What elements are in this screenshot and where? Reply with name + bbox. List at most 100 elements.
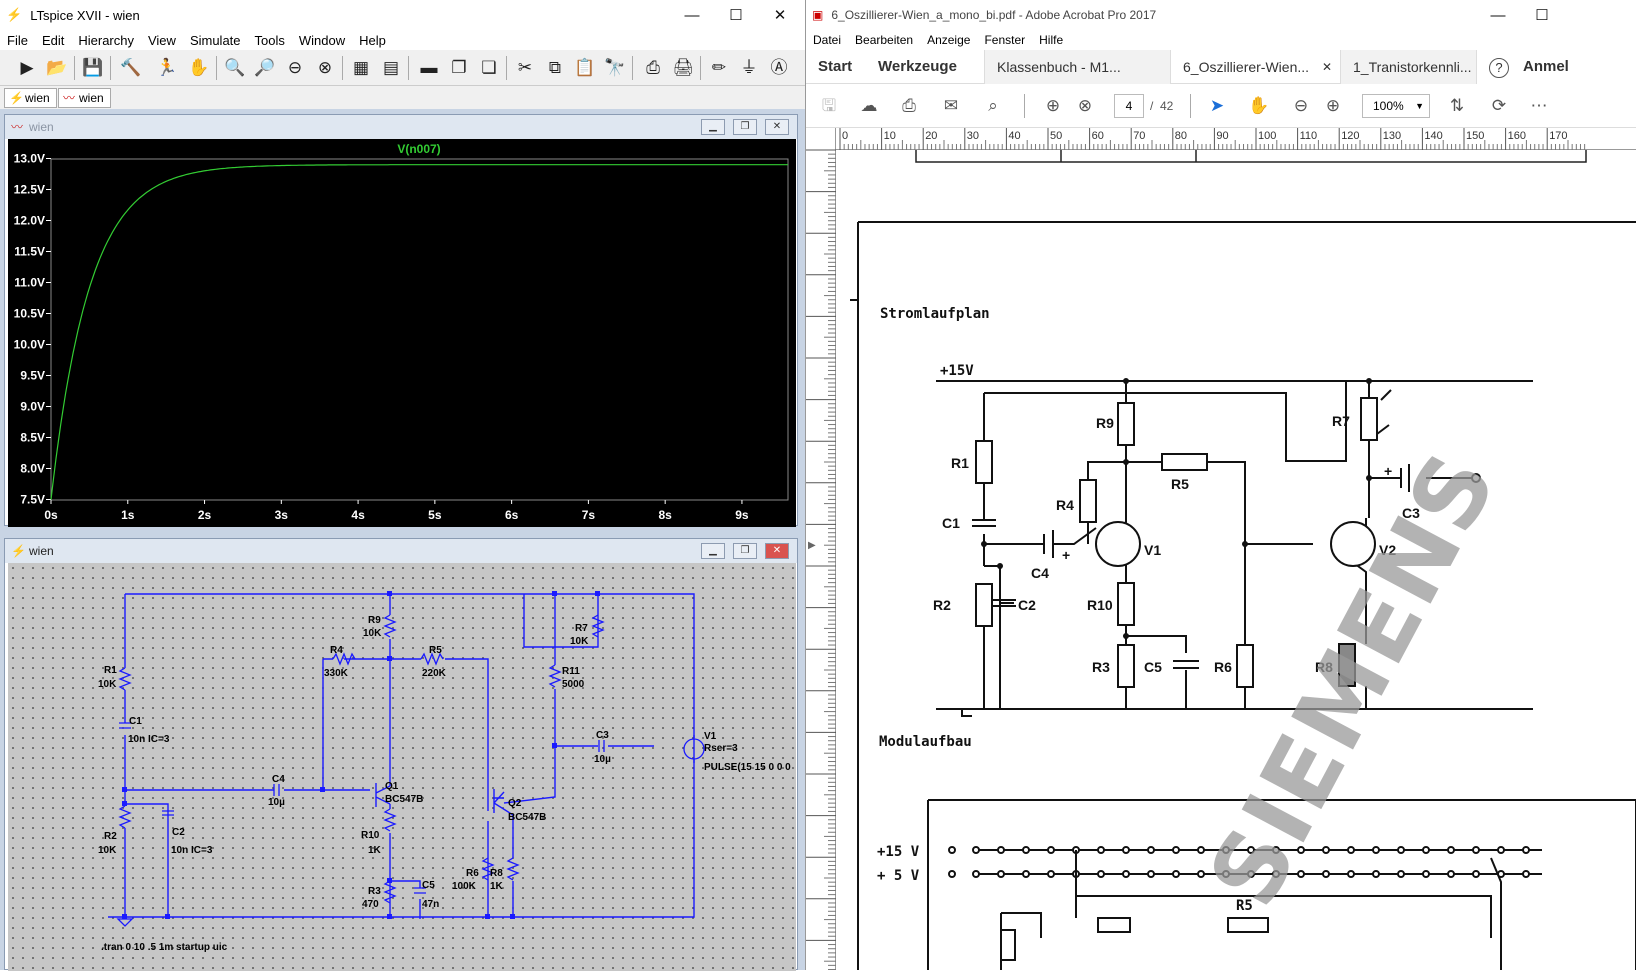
menu-hierarchy[interactable]: Hierarchy: [78, 32, 134, 48]
value-r10[interactable]: 1K: [368, 845, 382, 856]
schematic-window-titlebar[interactable]: ⚡ wien ▁ ❐ ✕: [5, 539, 797, 563]
run-icon[interactable]: ▶: [20, 58, 34, 77]
menu-edit[interactable]: Edit: [41, 32, 65, 48]
ground-icon[interactable]: ⏚: [740, 58, 758, 77]
page-number-input[interactable]: 4: [1114, 94, 1144, 118]
rotate-icon[interactable]: ⟳: [1491, 96, 1507, 115]
value-r3[interactable]: 470: [362, 899, 379, 910]
label-c3[interactable]: C3: [596, 730, 609, 741]
menu-anzeige[interactable]: Anzeige: [927, 33, 971, 47]
value-r5[interactable]: 220K: [422, 668, 447, 679]
menu-view[interactable]: View: [147, 32, 176, 48]
value-c3[interactable]: 10µ: [594, 754, 611, 765]
save-icon[interactable]: 💾: [82, 58, 104, 77]
page-down-icon[interactable]: ⊗: [1077, 96, 1093, 115]
schematic-resistors[interactable]: [116, 614, 705, 927]
pdf-page-area[interactable]: Stromlaufplan +15V: [836, 150, 1636, 970]
schematic-restore-button[interactable]: ❐: [733, 543, 757, 559]
close-button[interactable]: ✕: [773, 7, 787, 24]
tab-klassenbuch[interactable]: Klassenbuch - M1...: [984, 50, 1170, 84]
waveform-restore-button[interactable]: ❐: [733, 119, 757, 135]
paste-icon[interactable]: 📋: [574, 58, 596, 77]
menu-file[interactable]: File: [7, 32, 28, 48]
menu-hilfe[interactable]: Hilfe: [1039, 33, 1064, 47]
value-r2[interactable]: 10K: [98, 845, 117, 856]
value-r1[interactable]: 10K: [98, 679, 117, 690]
trace-v-n007[interactable]: [50, 164, 788, 500]
open-folder-icon[interactable]: 📂: [46, 58, 68, 77]
tile-horizontal-icon[interactable]: ▬: [420, 58, 438, 77]
mail-icon[interactable]: ✉: [943, 96, 959, 115]
label-r6[interactable]: R6: [466, 868, 479, 879]
tile-vertical-icon[interactable]: ❏: [481, 58, 497, 77]
label-c1[interactable]: C1: [129, 716, 142, 727]
label-r11[interactable]: R11: [562, 666, 580, 677]
value-r8[interactable]: 1K: [490, 881, 504, 892]
more-tools-icon[interactable]: ⋯: [1530, 96, 1548, 115]
label-v1[interactable]: V1: [704, 731, 717, 742]
schematic-wires[interactable]: [108, 593, 695, 919]
label-r7[interactable]: R7: [575, 623, 588, 634]
autorange-icon[interactable]: ▦: [352, 58, 370, 77]
value-q2[interactable]: BC547B: [508, 812, 546, 823]
tran-directive[interactable]: .tran 0 10 .5 1m startup uic: [101, 942, 228, 953]
cut-icon[interactable]: ✂: [517, 58, 533, 77]
value-r9[interactable]: 10K: [363, 628, 382, 639]
menu-fenster[interactable]: Fenster: [984, 33, 1026, 47]
value-v1[interactable]: Rser=3: [704, 743, 738, 754]
collapse-panel-icon[interactable]: ▶: [808, 540, 816, 551]
value-r4[interactable]: 330K: [324, 668, 349, 679]
run-man-icon[interactable]: 🏃: [156, 58, 178, 77]
label-r1[interactable]: R1: [104, 665, 117, 676]
pan-hand-icon[interactable]: ✋: [188, 58, 210, 77]
label-c4[interactable]: C4: [272, 774, 285, 785]
label-r8[interactable]: R8: [490, 868, 503, 879]
print-icon[interactable]: ⎙: [902, 96, 916, 115]
search-icon[interactable]: ⌕: [988, 96, 998, 115]
schematic-minimize-button[interactable]: ▁: [701, 543, 725, 559]
waveform-minimize-button[interactable]: ▁: [701, 119, 725, 135]
acrobat-maximize-button[interactable]: ☐: [1535, 7, 1549, 24]
menu-window[interactable]: Window: [298, 32, 346, 48]
nav-start[interactable]: Start: [818, 58, 853, 75]
zoom-area-icon[interactable]: 🔎: [254, 58, 276, 77]
tab-schematic[interactable]: ⚡wien: [4, 88, 57, 108]
help-icon[interactable]: ?: [1489, 58, 1509, 78]
tab-close-icon[interactable]: ✕: [1321, 60, 1332, 74]
trace-label[interactable]: V(n007): [397, 142, 440, 156]
zoom-in-icon[interactable]: 🔍: [224, 58, 246, 77]
menu-tools[interactable]: Tools: [254, 32, 285, 48]
maximize-button[interactable]: ☐: [729, 7, 743, 24]
zoom-out-icon[interactable]: ⊖: [287, 58, 303, 77]
label-q1[interactable]: Q1: [385, 781, 399, 792]
label-r9[interactable]: R9: [368, 615, 381, 626]
menu-simulate[interactable]: Simulate: [189, 32, 241, 48]
label-c2[interactable]: C2: [172, 827, 185, 838]
hand-tool-icon[interactable]: ✋: [1248, 96, 1270, 115]
schematic-canvas[interactable]: R9 10K R7 10K R4 330K R5 220K R1 10K R11…: [8, 563, 796, 971]
label-r4[interactable]: R4: [330, 645, 343, 656]
tab-waveform[interactable]: 〰wien: [58, 88, 111, 108]
label-r10[interactable]: R10: [361, 830, 380, 841]
value-c4[interactable]: 10µ: [268, 797, 285, 808]
value-r7[interactable]: 10K: [570, 636, 589, 647]
zoom-fit-icon[interactable]: ⊗: [317, 58, 333, 77]
tab-oszillierer[interactable]: 6_Oszillierer-Wien...✕: [1170, 50, 1340, 84]
value-q1[interactable]: BC547B: [385, 794, 423, 805]
menu-datei[interactable]: Datei: [813, 33, 842, 47]
acrobat-minimize-button[interactable]: —: [1490, 6, 1506, 24]
label-r3[interactable]: R3: [368, 886, 381, 897]
zoom-select[interactable]: 100%▼: [1362, 94, 1430, 118]
nav-werkzeuge[interactable]: Werkzeuge: [878, 58, 957, 75]
label-q2[interactable]: Q2: [508, 798, 522, 809]
minimize-button[interactable]: —: [684, 6, 700, 24]
control-panel-icon[interactable]: 🔨: [120, 58, 142, 77]
value-c5[interactable]: 47n: [422, 899, 439, 910]
label-r5[interactable]: R5: [429, 645, 442, 656]
select-cursor-icon[interactable]: ➤: [1209, 96, 1225, 115]
zoom-out-icon[interactable]: ⊖: [1293, 96, 1309, 115]
value-c2[interactable]: 10n IC=3: [171, 845, 213, 856]
value-r11[interactable]: 5000: [562, 679, 585, 690]
schematic-close-button[interactable]: ✕: [765, 543, 789, 559]
